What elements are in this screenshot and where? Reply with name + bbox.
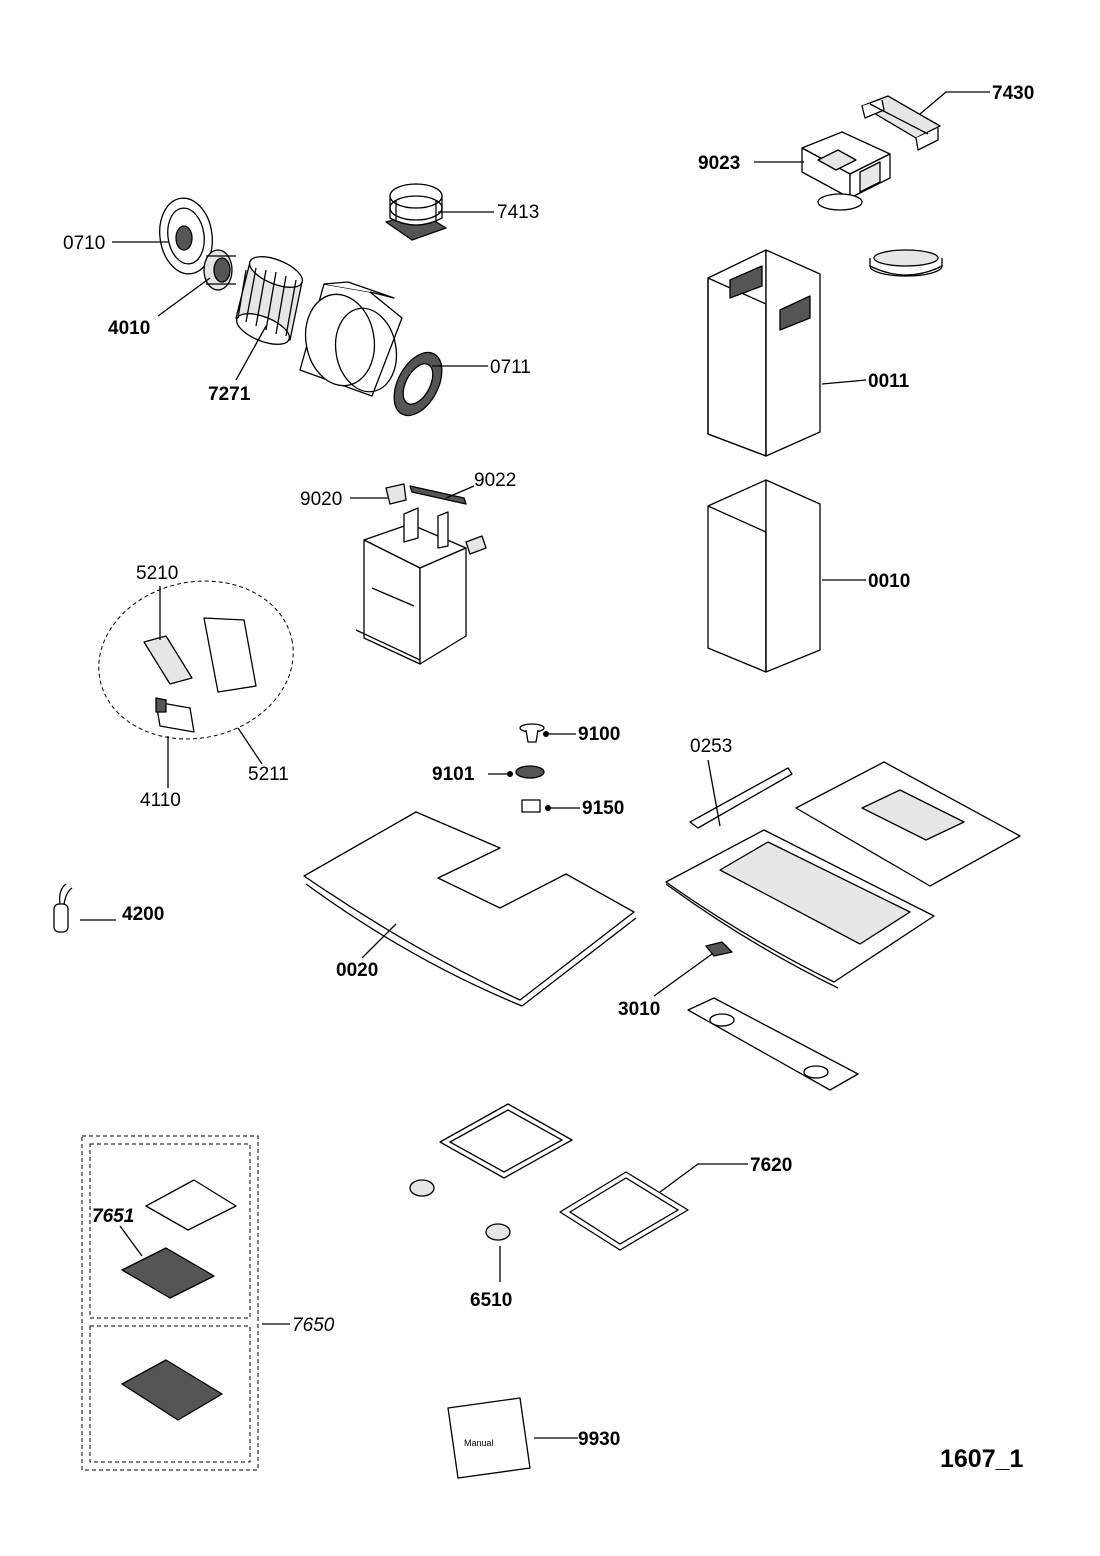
label-6510: 6510 — [470, 1290, 512, 1311]
label-0010: 0010 — [868, 571, 910, 592]
label-4200: 4200 — [122, 904, 164, 925]
label-4010: 4010 — [108, 318, 150, 339]
part-0020-glass-canopy — [303, 811, 637, 1007]
label-0020: 0020 — [336, 960, 378, 981]
round-cover — [869, 249, 943, 277]
part-4010-motor — [203, 249, 236, 291]
part-0711-inlet-grille — [393, 351, 443, 417]
label-7650: 7650 — [292, 1315, 335, 1336]
part-5211-electronics-group — [98, 580, 294, 740]
part-9100-knob — [519, 723, 545, 743]
drawing-id: 1607_1 — [940, 1445, 1024, 1473]
part-9930-accessory-bag: Manual — [447, 1397, 531, 1479]
blower-housing — [299, 281, 403, 397]
label-0711: 0711 — [490, 357, 531, 378]
label-0011: 0011 — [868, 371, 910, 392]
part-labels: 7430 9023 7413 0710 4010 7271 0711 0011 … — [63, 83, 1034, 1473]
part-6510-lamps — [409, 1179, 511, 1241]
label-9022: 9022 — [474, 470, 516, 491]
part-7650-carbon-filter-kit — [81, 1135, 259, 1471]
part-7620-grease-filters — [439, 1103, 689, 1251]
part-0010-lower-chimney — [707, 479, 821, 673]
label-0710: 0710 — [63, 233, 105, 254]
label-9150: 9150 — [582, 798, 624, 819]
part-7413-outlet-flange — [385, 183, 447, 241]
label-9020: 9020 — [300, 489, 342, 510]
label-9930: 9930 — [578, 1429, 620, 1450]
label-5211: 5211 — [248, 764, 289, 785]
part-0710-motor-cover — [159, 197, 213, 275]
part-9023-duct-connector — [801, 131, 891, 211]
label-5210: 5210 — [136, 563, 178, 584]
label-4110: 4110 — [140, 790, 181, 811]
part-4200-capacitor — [53, 883, 73, 933]
label-3010: 3010 — [618, 999, 660, 1020]
label-7430: 7430 — [992, 83, 1034, 104]
part-3010-switch — [705, 941, 733, 957]
part-7430-mounting-bracket — [861, 95, 941, 151]
label-9023: 9023 — [698, 153, 740, 174]
label-7651: 7651 — [92, 1206, 134, 1227]
label-7620: 7620 — [750, 1155, 792, 1176]
part-9101-ring — [515, 765, 545, 779]
label-0253: 0253 — [690, 736, 732, 757]
part-9150-clip — [521, 799, 541, 813]
label-9100: 9100 — [578, 724, 620, 745]
leader-lines — [80, 91, 990, 1439]
part-7271-fan-wheel — [235, 256, 303, 345]
part-0011-upper-chimney — [707, 249, 821, 457]
part-9020-9022-support-frame — [355, 483, 487, 665]
label-7271: 7271 — [208, 384, 251, 405]
label-9101: 9101 — [432, 764, 475, 785]
control-panel-plate — [687, 997, 859, 1091]
bag-label: Manual — [464, 1438, 494, 1448]
part-0253-hood-body — [665, 761, 1021, 989]
label-7413: 7413 — [497, 202, 539, 223]
